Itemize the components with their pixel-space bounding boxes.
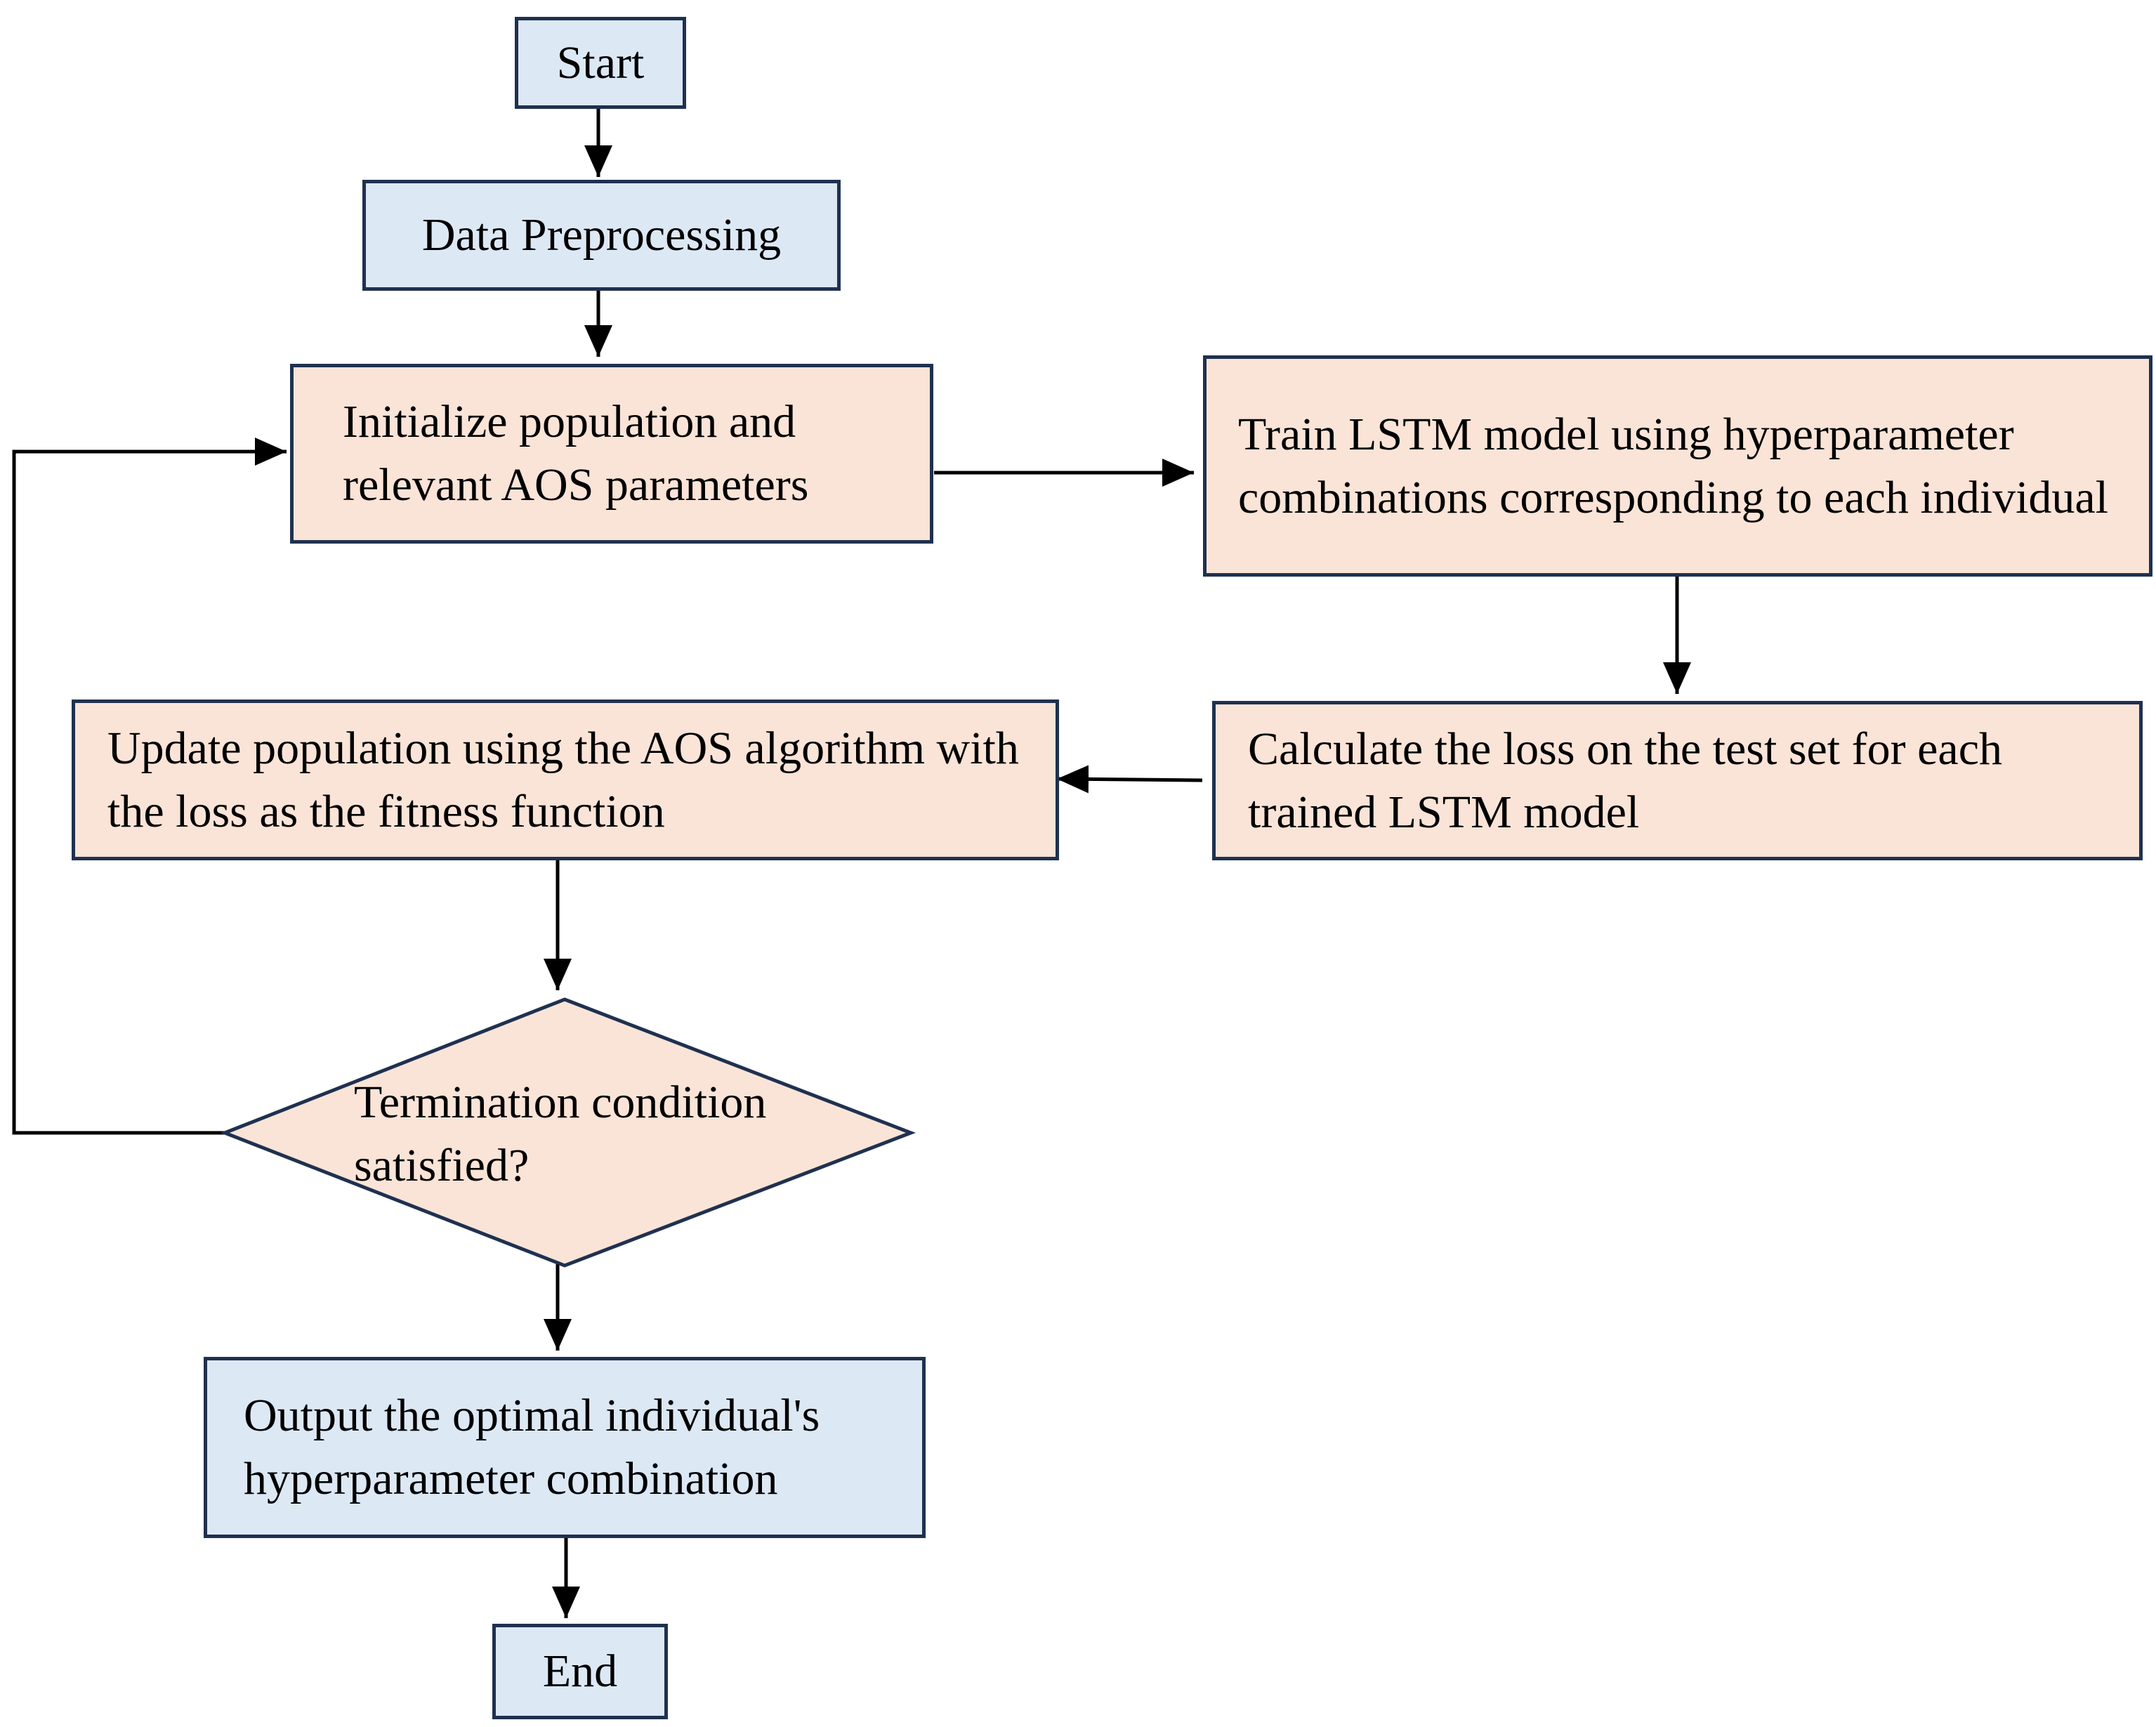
train-label: Train LSTM model using hyperparameter co… <box>1238 408 2109 523</box>
decision-diamond <box>220 997 916 1268</box>
preprocess-node: Data Preprocessing <box>362 180 841 291</box>
init-node: Initialize population and relevant AOS p… <box>290 364 933 544</box>
train-node: Train LSTM model using hyperparameter co… <box>1203 355 2152 577</box>
init-label: Initialize population and relevant AOS p… <box>343 396 809 511</box>
arrow-loss-to-update <box>1056 765 1203 794</box>
end-node: End <box>492 1624 668 1719</box>
update-node: Update population using the AOS algorith… <box>72 700 1059 860</box>
update-label: Update population using the AOS algorith… <box>107 722 1019 837</box>
output-label: Output the optimal individual's hyperpar… <box>244 1390 820 1504</box>
loss-node: Calculate the loss on the test set for e… <box>1212 701 2143 860</box>
end-label: End <box>542 1646 618 1697</box>
arrow-loop-back-to-init <box>12 438 287 1135</box>
preprocess-label: Data Preprocessing <box>421 209 782 261</box>
loss-label: Calculate the loss on the test set for e… <box>1248 723 2002 838</box>
start-label: Start <box>556 37 645 88</box>
decision-label: Termination condition satisfied? <box>354 1077 767 1191</box>
output-node: Output the optimal individual's hyperpar… <box>204 1357 926 1538</box>
start-node: Start <box>515 17 686 109</box>
